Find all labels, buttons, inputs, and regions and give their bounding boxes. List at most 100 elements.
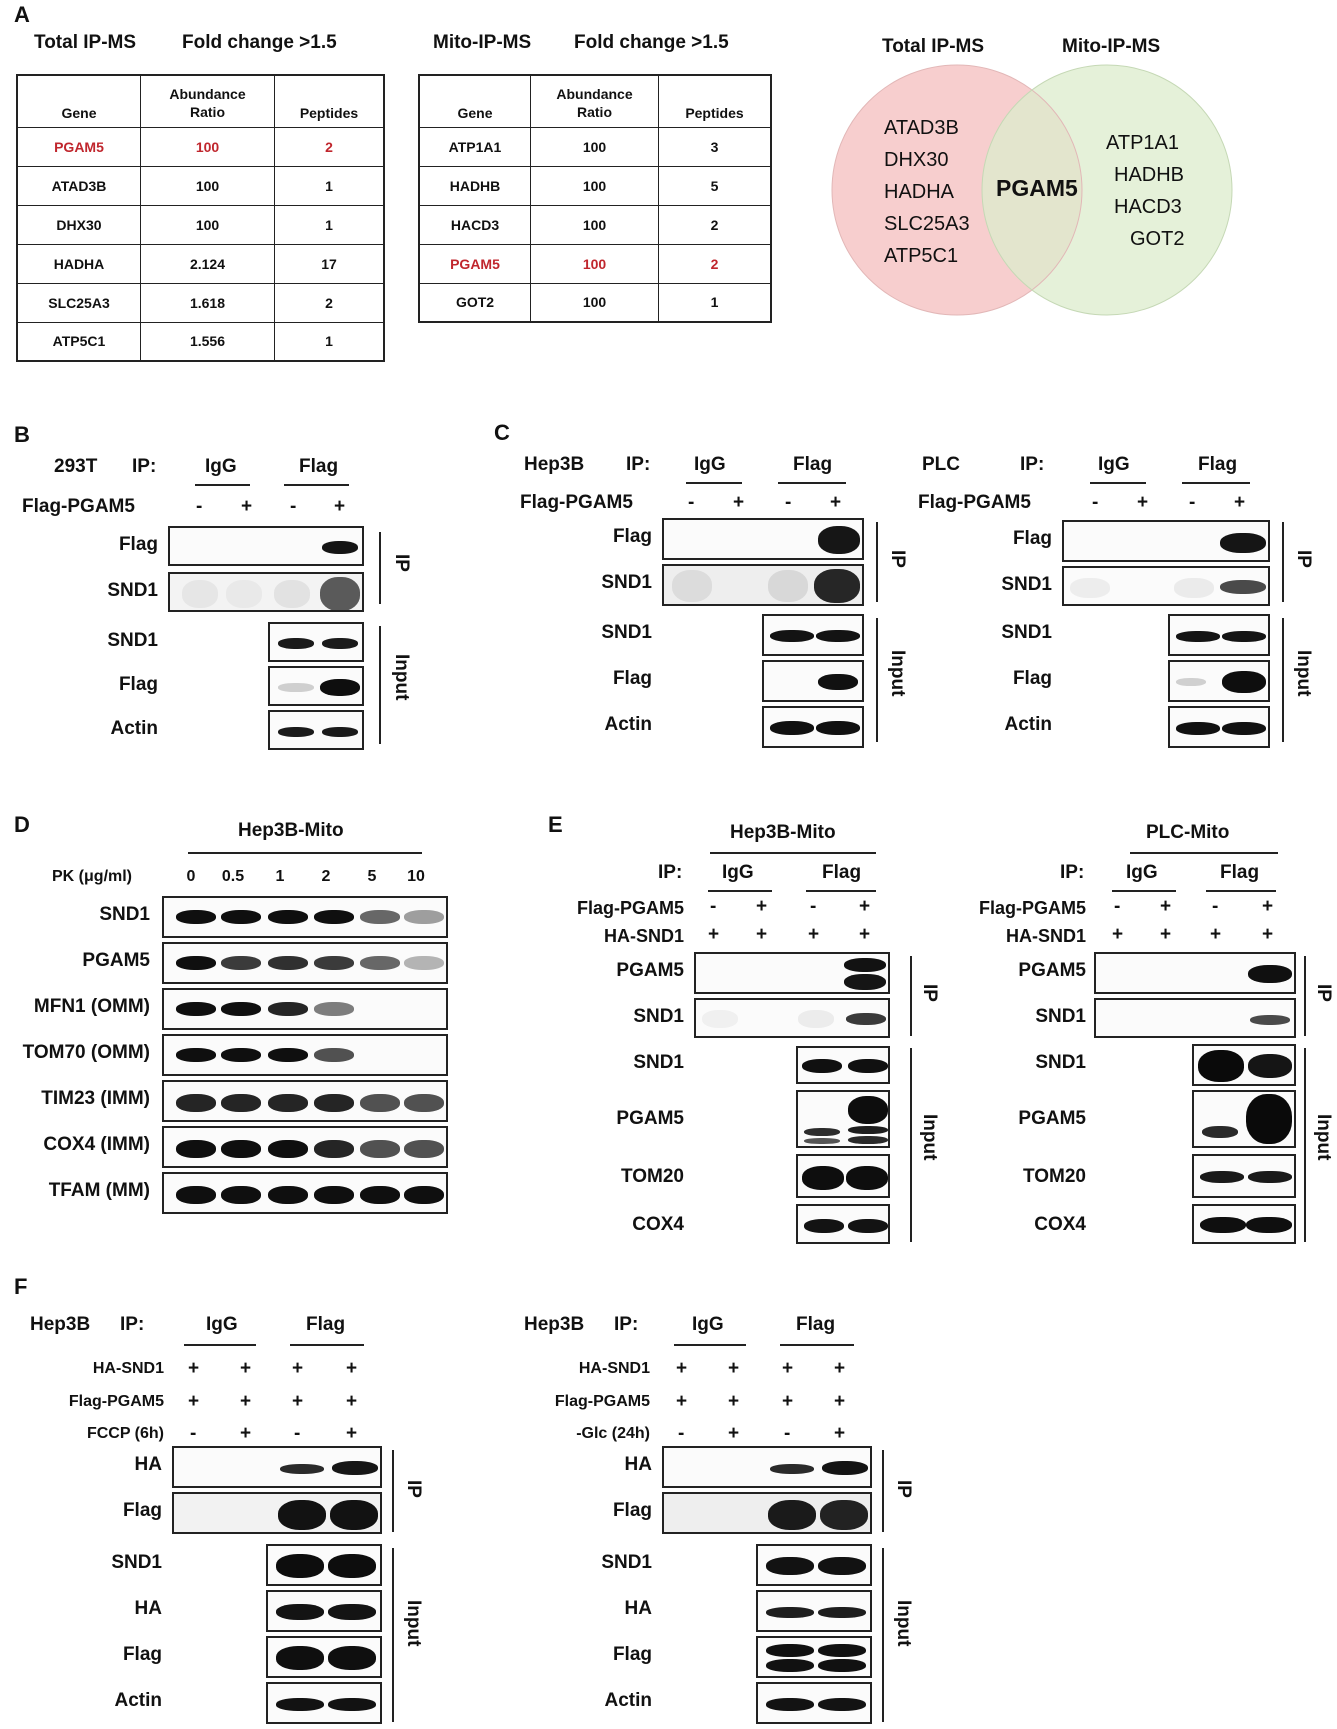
blot-ip-snd1 bbox=[694, 998, 890, 1038]
igg-underline bbox=[184, 1344, 256, 1346]
ip-bracket bbox=[910, 956, 912, 1036]
sign: + bbox=[346, 1391, 358, 1412]
blot-ip-snd1 bbox=[662, 564, 864, 606]
blot-row-label: PGAM5 bbox=[1018, 960, 1086, 981]
sign: + bbox=[728, 1423, 740, 1444]
cell: 2.124 bbox=[140, 243, 275, 284]
input-side-label: Input bbox=[403, 1600, 424, 1647]
pk-label: PK (μg/ml) bbox=[52, 868, 133, 885]
flag-label: Flag bbox=[1198, 454, 1238, 475]
blot-row-label: TOM20 bbox=[620, 1166, 684, 1187]
blot-row-label: TIM23 (IMM) bbox=[41, 1088, 150, 1109]
ip-side-label: IP bbox=[1293, 550, 1314, 568]
cell: 17 bbox=[274, 243, 385, 284]
blot-input-pgam5 bbox=[796, 1090, 890, 1148]
sign: + bbox=[240, 1423, 252, 1444]
flag-label: Flag bbox=[822, 862, 862, 883]
sign: + bbox=[292, 1391, 304, 1412]
igg-label: IgG bbox=[1126, 862, 1158, 883]
input-side-label: Input bbox=[391, 654, 412, 701]
blot-row-label: SND1 bbox=[1001, 622, 1052, 643]
igg-underline bbox=[708, 890, 772, 892]
sign: + bbox=[834, 1358, 846, 1379]
sign: + bbox=[830, 492, 842, 513]
construct-label: -Glc (24h) bbox=[576, 1425, 650, 1442]
input-side-label: Input bbox=[919, 1114, 940, 1161]
title-underline bbox=[1130, 852, 1278, 854]
construct-label: HA-SND1 bbox=[92, 1360, 164, 1377]
blot-band bbox=[268, 1002, 308, 1016]
flag-label: Flag bbox=[299, 456, 339, 477]
cell: ATP1A1 bbox=[418, 126, 531, 167]
construct-label: Flag-PGAM5 bbox=[918, 492, 1031, 513]
igg-label: IgG bbox=[694, 454, 726, 475]
venn-left-item: DHX30 bbox=[884, 149, 949, 171]
ip-label: IP: bbox=[626, 454, 651, 475]
flag-underline bbox=[284, 484, 349, 486]
blot-row-label: Flag bbox=[612, 1644, 652, 1665]
blot-row-label: Actin bbox=[604, 714, 653, 735]
sign: - bbox=[196, 496, 203, 517]
sign: + bbox=[733, 492, 745, 513]
blot-input-actin bbox=[266, 1682, 382, 1724]
blot-band bbox=[404, 1094, 444, 1112]
blot-input-snd1 bbox=[1192, 1044, 1296, 1086]
blot-row-label: Actin bbox=[110, 718, 159, 739]
blot-row-label: SND1 bbox=[1035, 1006, 1086, 1027]
sign: + bbox=[808, 924, 820, 945]
flag-label: Flag bbox=[1220, 862, 1260, 883]
flag-underline bbox=[780, 1344, 854, 1346]
cell: 2 bbox=[658, 243, 772, 284]
blot-row-label: PGAM5 bbox=[616, 1108, 684, 1129]
sign: - bbox=[688, 492, 695, 513]
cell: PGAM5 bbox=[16, 126, 141, 167]
cell: 100 bbox=[140, 126, 275, 167]
igg-underline bbox=[674, 1344, 746, 1346]
input-bracket bbox=[1304, 1048, 1306, 1242]
blot-row-label: TFAM (MM) bbox=[48, 1180, 150, 1201]
ip-side-label: IP bbox=[893, 1480, 914, 1498]
ip-bracket bbox=[882, 1450, 884, 1532]
sign: + bbox=[782, 1391, 794, 1412]
blot-input-flag bbox=[756, 1636, 872, 1678]
blot-pk-row bbox=[162, 988, 448, 1030]
input-bracket bbox=[876, 618, 878, 742]
sign: - bbox=[290, 496, 297, 517]
ip-side-label: IP bbox=[887, 550, 908, 568]
ip-bracket bbox=[392, 1450, 394, 1532]
igg-label: IgG bbox=[1098, 454, 1130, 475]
blot-input-snd1 bbox=[266, 1544, 382, 1586]
blot-row-label: SND1 bbox=[601, 572, 652, 593]
construct-label: Flag-PGAM5 bbox=[554, 1393, 650, 1410]
blot-row-label: COX4 bbox=[632, 1214, 684, 1235]
blot-row-label: MFN1 (OMM) bbox=[33, 996, 150, 1017]
blot-band bbox=[314, 1002, 354, 1016]
cell: DHX30 bbox=[16, 204, 141, 245]
blot-row-label: Flag bbox=[1012, 668, 1052, 689]
cell: 3 bbox=[658, 126, 772, 167]
cell: 2 bbox=[274, 126, 385, 167]
flag-underline bbox=[806, 890, 876, 892]
blot-input-snd1 bbox=[756, 1544, 872, 1586]
blot-ip-ha bbox=[662, 1446, 872, 1488]
blot-ip-snd1 bbox=[1094, 998, 1296, 1038]
ip-side-label: IP bbox=[1313, 984, 1334, 1002]
sign: - bbox=[1114, 896, 1121, 917]
blot-row-label: SND1 bbox=[99, 904, 150, 925]
blot-row-label: HA bbox=[624, 1598, 652, 1619]
flag-label: Flag bbox=[306, 1314, 346, 1335]
blot-band bbox=[360, 1094, 400, 1112]
blot-ip-ha bbox=[172, 1446, 382, 1488]
venn-right-item: HADHB bbox=[1114, 164, 1185, 186]
blot-pk-row bbox=[162, 1080, 448, 1122]
blot-pk-row bbox=[162, 1172, 448, 1214]
blot-row-label: HA bbox=[134, 1598, 162, 1619]
cell-line-label: 293T bbox=[54, 456, 98, 477]
blot-band bbox=[221, 1140, 261, 1158]
blot-row-label: SND1 bbox=[1035, 1052, 1086, 1073]
cell: HADHA bbox=[16, 243, 141, 284]
